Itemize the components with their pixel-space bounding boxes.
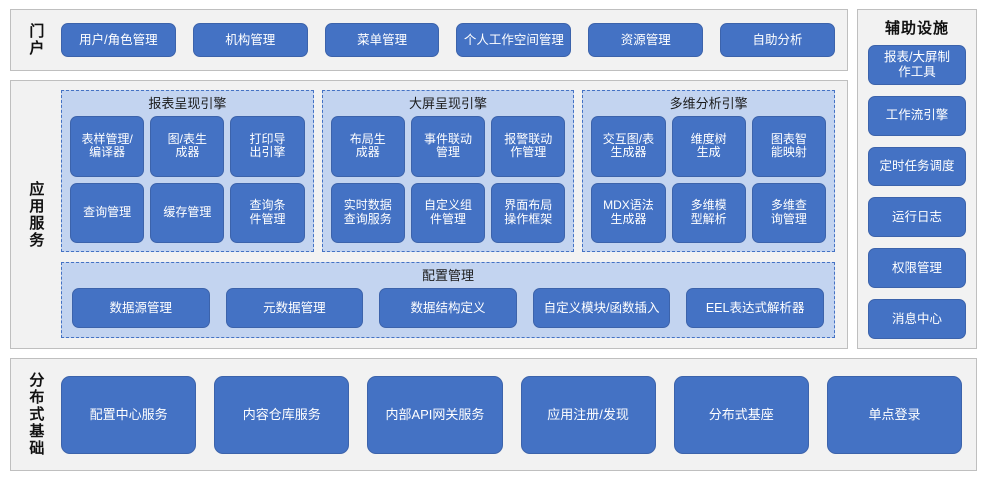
engine3-item-multidim-model-parsing[interactable]: 多维模 型解析 bbox=[671, 182, 746, 243]
portal-section-label: 门户 bbox=[27, 23, 45, 57]
distributed-item-config-center-service[interactable]: 配置中心服务 bbox=[61, 375, 197, 454]
auxiliary-facilities-title: 辅助设施 bbox=[884, 20, 949, 37]
engine3-item-mdx-syntax-generator[interactable]: MDX语法 生成器 bbox=[591, 182, 666, 243]
sidebar-item-workflow-engine[interactable]: 工作流引擎 bbox=[868, 95, 966, 136]
engine2-item-realtime-data-query-service[interactable]: 实时数据 查询服务 bbox=[330, 182, 405, 243]
distributed-foundation-section-label: 分布式基础 bbox=[27, 372, 45, 457]
engine1-item-query-condition-management[interactable]: 查询条 件管理 bbox=[230, 182, 305, 243]
distributed-foundation-items: 配置中心服务 内容仓库服务 内部API网关服务 应用注册/发现 分布式基座 单点… bbox=[59, 359, 976, 470]
engine3-item-interactive-chart-generator[interactable]: 交互图/表 生成器 bbox=[591, 116, 666, 177]
engine1-item-template-compiler[interactable]: 表样管理/ 编译器 bbox=[70, 116, 145, 177]
engine1-item-query-management[interactable]: 查询管理 bbox=[70, 182, 145, 243]
config-management-items: 数据源管理 元数据管理 数据结构定义 自定义模块/函数插入 EEL表达式解析器 bbox=[72, 288, 824, 328]
engine3-item-multidim-query-management[interactable]: 多维查 询管理 bbox=[751, 182, 827, 243]
distributed-item-content-repository-service[interactable]: 内容仓库服务 bbox=[214, 375, 350, 454]
config-item-metadata-management[interactable]: 元数据管理 bbox=[225, 288, 364, 328]
sidebar-item-report-bigscreen-tool[interactable]: 报表/大屏制 作工具 bbox=[868, 45, 966, 85]
application-service-body: 报表呈现引擎 表样管理/ 编译器 图/表生 成器 打印导 出引擎 查询管理 缓存… bbox=[59, 81, 847, 348]
engine1-item-chart-table-generator[interactable]: 图/表生 成器 bbox=[150, 116, 225, 177]
config-management-title: 配置管理 bbox=[421, 268, 474, 283]
engine-bigscreen-rendering-items: 布局生 成器 事件联动 管理 报警联动 作管理 实时数据 查询服务 自定义组 件… bbox=[330, 116, 566, 243]
distributed-item-internal-api-gateway-service[interactable]: 内部API网关服务 bbox=[367, 375, 503, 454]
sidebar-item-scheduled-task[interactable]: 定时任务调度 bbox=[868, 146, 966, 187]
engine-report-rendering-items: 表样管理/ 编译器 图/表生 成器 打印导 出引擎 查询管理 缓存管理 查询条 … bbox=[70, 116, 305, 243]
engine3-item-chart-smart-mapping[interactable]: 图表智 能映射 bbox=[751, 116, 827, 177]
distributed-item-distributed-base[interactable]: 分布式基座 bbox=[673, 375, 809, 454]
engine-report-rendering: 报表呈现引擎 表样管理/ 编译器 图/表生 成器 打印导 出引擎 查询管理 缓存… bbox=[61, 90, 314, 252]
portal-item-org[interactable]: 机构管理 bbox=[192, 23, 308, 57]
engine2-item-layout-generator[interactable]: 布局生 成器 bbox=[330, 116, 405, 177]
portal-item-self-service-analysis[interactable]: 自助分析 bbox=[720, 23, 835, 57]
portal-item-user-role[interactable]: 用户/角色管理 bbox=[61, 23, 176, 57]
engine1-item-cache-management[interactable]: 缓存管理 bbox=[150, 182, 225, 243]
config-item-custom-module-function[interactable]: 自定义模块/函数插入 bbox=[532, 288, 671, 328]
application-service-section: 应用服务 报表呈现引擎 表样管理/ 编译器 图/表生 成器 打印导 出引擎 查询… bbox=[10, 80, 848, 349]
config-item-data-structure-definition[interactable]: 数据结构定义 bbox=[379, 288, 517, 328]
engine-group-row: 报表呈现引擎 表样管理/ 编译器 图/表生 成器 打印导 出引擎 查询管理 缓存… bbox=[61, 90, 836, 252]
portal-item-workspace[interactable]: 个人工作空间管理 bbox=[456, 23, 572, 57]
distributed-item-app-registry-discovery[interactable]: 应用注册/发现 bbox=[520, 375, 656, 454]
engine2-item-alarm-action-management[interactable]: 报警联动 作管理 bbox=[491, 116, 566, 177]
upper-left-column: 门户 用户/角色管理 机构管理 菜单管理 个人工作空间管理 资源管理 自助分析 … bbox=[10, 9, 848, 349]
sidebar-item-message-center[interactable]: 消息中心 bbox=[868, 299, 966, 339]
config-item-eel-expression-parser[interactable]: EEL表达式解析器 bbox=[686, 288, 824, 328]
portal-item-menu[interactable]: 菜单管理 bbox=[324, 23, 440, 57]
upper-region: 门户 用户/角色管理 机构管理 菜单管理 个人工作空间管理 资源管理 自助分析 … bbox=[10, 9, 977, 349]
engine1-item-print-export-engine[interactable]: 打印导 出引擎 bbox=[230, 116, 305, 177]
engine2-item-event-linkage-management[interactable]: 事件联动 管理 bbox=[410, 116, 486, 177]
engine-bigscreen-rendering: 大屏呈现引擎 布局生 成器 事件联动 管理 报警联动 作管理 实时数据 查询服务… bbox=[321, 90, 575, 252]
engine-bigscreen-rendering-title: 大屏呈现引擎 bbox=[409, 96, 488, 111]
portal-item-resource[interactable]: 资源管理 bbox=[588, 23, 704, 57]
engine2-item-ui-layout-framework[interactable]: 界面布局 操作框架 bbox=[491, 182, 566, 243]
engine-multidimensional-analysis: 多维分析引擎 交互图/表 生成器 维度树 生成 图表智 能映射 MDX语法 生成… bbox=[582, 90, 836, 252]
engine-multidimensional-analysis-items: 交互图/表 生成器 维度树 生成 图表智 能映射 MDX语法 生成器 多维模 型… bbox=[591, 116, 827, 243]
engine-report-rendering-title: 报表呈现引擎 bbox=[148, 96, 227, 111]
sidebar-item-permission-management[interactable]: 权限管理 bbox=[868, 248, 966, 289]
auxiliary-facilities-section: 辅助设施 报表/大屏制 作工具 工作流引擎 定时任务调度 运行日志 权限管理 消… bbox=[857, 9, 977, 349]
portal-items: 用户/角色管理 机构管理 菜单管理 个人工作空间管理 资源管理 自助分析 bbox=[59, 10, 847, 70]
distributed-item-single-sign-on[interactable]: 单点登录 bbox=[826, 375, 963, 454]
sidebar-item-runtime-log[interactable]: 运行日志 bbox=[868, 197, 966, 238]
config-management-group: 配置管理 数据源管理 元数据管理 数据结构定义 自定义模块/函数插入 EEL表达… bbox=[61, 262, 835, 338]
application-service-section-label: 应用服务 bbox=[27, 180, 45, 249]
distributed-foundation-section: 分布式基础 配置中心服务 内容仓库服务 内部API网关服务 应用注册/发现 分布… bbox=[10, 358, 977, 471]
portal-section: 门户 用户/角色管理 机构管理 菜单管理 个人工作空间管理 资源管理 自助分析 bbox=[10, 9, 848, 71]
auxiliary-facilities-items: 报表/大屏制 作工具 工作流引擎 定时任务调度 运行日志 权限管理 消息中心 bbox=[868, 45, 966, 339]
engine-multidimensional-analysis-title: 多维分析引擎 bbox=[669, 96, 748, 111]
engine2-item-custom-component-management[interactable]: 自定义组 件管理 bbox=[410, 182, 486, 243]
config-item-datasource-management[interactable]: 数据源管理 bbox=[72, 288, 210, 328]
engine3-item-dimension-tree-generation[interactable]: 维度树 生成 bbox=[671, 116, 746, 177]
